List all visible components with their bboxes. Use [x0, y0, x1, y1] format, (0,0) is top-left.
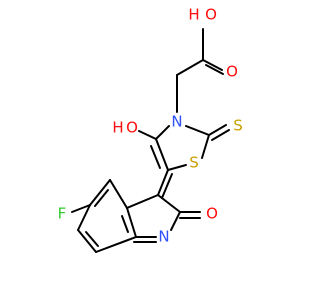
bond-c3a-c7a-inner	[121, 215, 129, 233]
bond-c4-oh	[138, 130, 157, 140]
atom-s-thione: S	[233, 117, 243, 135]
atom-h-hydroxyl: H	[112, 119, 123, 137]
bond-c6-c7-b	[85, 231, 99, 247]
bond-c5-c3prime-a	[157, 169, 169, 196]
atom-s-ring: S	[189, 154, 199, 172]
bond-n-c2	[185, 125, 210, 136]
bond-c-ch2	[176, 59, 204, 76]
atom-f: F	[58, 205, 67, 223]
atom-o-lactam: O	[206, 205, 218, 223]
bond-c2-s-thione-b	[211, 129, 230, 141]
bond-c3a-c4	[109, 179, 128, 209]
atom-o-acid: O	[205, 6, 217, 24]
bond-c2-s-thione-a	[208, 124, 227, 136]
bond-c3a-c3	[126, 194, 159, 209]
bonds-layer	[71, 28, 230, 253]
atom-n-thiazolidine: N	[171, 113, 182, 131]
bond-c4-c5-a	[155, 138, 169, 171]
atom-o-hydroxyl: O	[126, 119, 138, 137]
bond-c-o-double-b	[205, 64, 224, 75]
atom-o-carbonyl: O	[226, 63, 238, 81]
bond-c4-c5-b-benz	[94, 189, 109, 207]
bond-c5-f	[71, 204, 91, 213]
bond-n-c4	[155, 125, 170, 140]
molecule-structure-diagram: O H O N S H O S F O N	[58, 6, 243, 253]
bond-c7a-c3a	[126, 207, 137, 238]
bond-c5-c3prime-b	[161, 173, 173, 199]
atom-n-indole: N	[158, 228, 169, 246]
atom-h-acid: H	[188, 6, 199, 24]
bond-c7-c7a	[95, 236, 137, 253]
bond-c5-c6	[77, 204, 91, 231]
bond-c-o-double-a	[202, 59, 223, 71]
bond-s-ring-c5	[167, 164, 187, 171]
bond-c3-c2prime	[157, 194, 181, 213]
bond-c6-c7-a	[77, 229, 97, 253]
bond-c4-c5-b	[150, 145, 161, 169]
bond-c2prime-n	[170, 211, 181, 231]
bond-c4-c5-a-benz	[89, 179, 111, 206]
bond-c2-s-ring	[201, 134, 210, 159]
atom-labels-layer: O H O N S H O S F O N	[58, 6, 243, 246]
